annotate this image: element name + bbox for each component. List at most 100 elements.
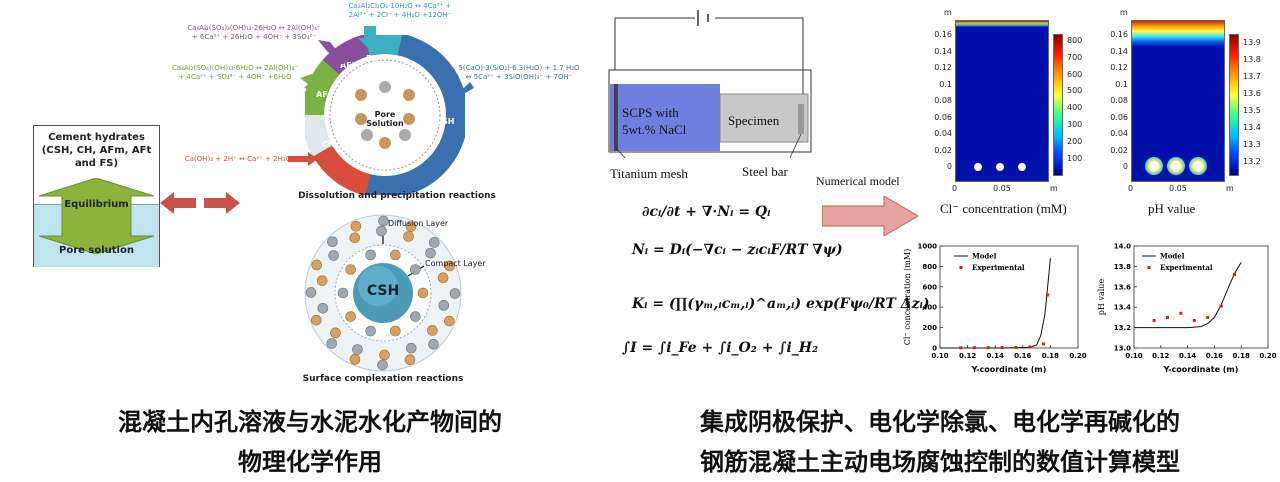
anion-ion bbox=[425, 247, 436, 259]
anion-ion bbox=[305, 287, 317, 298]
anion-ion bbox=[352, 344, 363, 355]
pore-solution-label: Pore solution bbox=[59, 245, 134, 256]
cation-ion bbox=[417, 287, 429, 299]
ph-ytick: 0.06 bbox=[1110, 112, 1128, 122]
y-tick-label: 13.2 bbox=[1114, 324, 1131, 332]
anion-ion bbox=[377, 359, 388, 371]
cl-ytick: 0.06 bbox=[934, 112, 952, 122]
reaction-arrows bbox=[300, 26, 474, 100]
diffusion-layer-label: Diffusion Layer bbox=[388, 219, 449, 228]
ph-map-title: pH value bbox=[1148, 201, 1196, 216]
steel-pointer bbox=[789, 133, 802, 158]
ring-ch-segment bbox=[313, 145, 372, 195]
ph-cbtick: 13.7 bbox=[1243, 72, 1261, 81]
experimental-point bbox=[1028, 345, 1032, 349]
y-tick-label: 0 bbox=[932, 345, 937, 353]
y-tick-label: 13.4 bbox=[1114, 304, 1131, 312]
cation-ion bbox=[437, 272, 449, 284]
cl-rebar-3 bbox=[1018, 163, 1026, 171]
ring-gap bbox=[305, 114, 333, 157]
ph-map-unit-top: m bbox=[1120, 8, 1128, 17]
ring-center-label: Pore Solution bbox=[366, 110, 404, 128]
equation-3: Kᵢ = (∏(γₘ,ᵢcₘ,ᵢ)^aₘ,ᵢ) exp(Fψ₀/RT Δzᵢ) bbox=[632, 296, 930, 312]
ph-cbtick: 13.5 bbox=[1243, 106, 1261, 115]
left-panel: Cement hydrates (CSH, CH, AFm, AFt and F… bbox=[0, 0, 620, 482]
right-panel: SCPS with 5wt.% NaCl Specimen Titanium m… bbox=[600, 0, 1280, 482]
ph-ytick: 0.14 bbox=[1110, 46, 1128, 56]
y-tick-label: 1000 bbox=[918, 243, 938, 251]
csh-arrow-icon bbox=[450, 82, 474, 100]
cl-map-gradient-top bbox=[956, 21, 1048, 27]
x-axis-label: Y-coordinate (m) bbox=[1163, 365, 1239, 374]
experimental-point bbox=[959, 346, 963, 350]
experimental-point bbox=[1179, 311, 1183, 315]
experimental-point bbox=[1046, 293, 1050, 297]
ring-aft-segment bbox=[322, 35, 371, 75]
ph-cbtick: 13.3 bbox=[1243, 140, 1261, 149]
cation-ion bbox=[379, 349, 390, 361]
x-tick-label: 0.18 bbox=[1233, 352, 1250, 360]
anion-ion bbox=[438, 300, 450, 311]
ph-colorbar bbox=[1229, 34, 1239, 176]
seg-label-ch: CH bbox=[322, 140, 335, 149]
cl-ytick: 0.1 bbox=[939, 79, 952, 89]
legend-experimental-label: Experimental bbox=[972, 263, 1025, 272]
equation-2: Nᵢ = Dᵢ(−∇cᵢ − zᵢcᵢF/RT ∇ψ) bbox=[632, 242, 843, 258]
ring-dotted-border bbox=[329, 59, 441, 171]
cl-ytick: 0.12 bbox=[934, 63, 952, 72]
cl-map: m 0.16 0.14 0.12 0.1 0.08 0.06 0.04 0.02… bbox=[910, 8, 1090, 218]
equation-1: ∂cᵢ/∂t + ∇·Nᵢ = Qᵢ bbox=[642, 204, 771, 220]
anion-ion bbox=[410, 311, 421, 322]
y-tick-label: 14.0 bbox=[1114, 243, 1131, 251]
circuit-wire-right bbox=[715, 17, 804, 112]
experimental-point bbox=[1166, 315, 1169, 319]
experimental-point bbox=[1014, 345, 1018, 349]
cl-cbtick: 300 bbox=[1067, 119, 1083, 129]
ph-xtick-1: 0.05 bbox=[1169, 184, 1187, 193]
anion-ion bbox=[405, 342, 417, 354]
cl-colorbar bbox=[1053, 34, 1063, 176]
experimental-point bbox=[1206, 315, 1210, 319]
electrolyte-fill bbox=[610, 84, 720, 151]
y-tick-label: 13.6 bbox=[1114, 283, 1131, 291]
x-tick-label: 0.10 bbox=[931, 352, 948, 360]
seg-label-csh: CSH bbox=[436, 117, 455, 126]
y-tick-label: 400 bbox=[922, 304, 937, 312]
titanium-pointer bbox=[615, 147, 626, 158]
cation-ion bbox=[350, 220, 362, 232]
cation-ion bbox=[390, 325, 401, 337]
legend-experimental-label: Experimental bbox=[1160, 263, 1213, 272]
seg-label-afm: AFm bbox=[316, 90, 336, 99]
reaction-csh: 5(CaO)·3(SiO₂)·6.3(H₂O) + 1.7 H₂O ↔ 5Ca²… bbox=[458, 64, 580, 81]
ph-ytick: 0.04 bbox=[1110, 129, 1128, 138]
cl-cbtick: 200 bbox=[1067, 136, 1083, 146]
ph-cbtick: 13.8 bbox=[1243, 55, 1261, 64]
anion-ion bbox=[365, 325, 376, 337]
right-caption-line1: 集成阴极保护、电化学除氯、电化学再碱化的 bbox=[700, 408, 1180, 436]
ph-ytick: 0.02 bbox=[1110, 145, 1128, 155]
x-tick-label: 0.16 bbox=[1014, 352, 1031, 360]
cl-ytick: 0.14 bbox=[934, 46, 952, 56]
ph-ytick: 0.08 bbox=[1110, 96, 1128, 105]
right-caption-line2: 钢筋混凝土主动电场腐蚀控制的数值计算模型 bbox=[700, 448, 1180, 476]
aft-arrow-icon bbox=[318, 40, 344, 64]
anion-ion bbox=[326, 338, 338, 349]
anion-ion bbox=[327, 236, 338, 248]
ring-caption: Dissolution and precipitation reactions bbox=[298, 191, 496, 201]
model-series-line bbox=[1134, 262, 1242, 329]
reaction-fs: Ca₂Al₂Cl₂O₆·10H₂O ↔ 4Ca²⁺ + 2Al³⁺ + 2Cl⁻… bbox=[348, 2, 452, 19]
cation-ion bbox=[345, 264, 356, 275]
seg-label-aft: AFt bbox=[340, 61, 356, 70]
cl-ytick: 0.04 bbox=[934, 129, 952, 138]
equilibrium-arrow bbox=[39, 178, 154, 254]
y-axis-label: Cl⁻ concentration (mM) bbox=[903, 249, 912, 345]
ph-ytick: 0.12 bbox=[1110, 63, 1128, 72]
fs-arrow-icon bbox=[358, 26, 382, 50]
anion-ion bbox=[365, 249, 376, 261]
equation-4: ∫I = ∫i_Fe + ∫i_O₂ + ∫i_H₂ bbox=[622, 340, 819, 356]
ph-map-unit-bottom: m bbox=[1226, 184, 1234, 193]
steel-bar-label: Steel bar bbox=[742, 164, 788, 179]
cation-ion bbox=[345, 311, 356, 322]
dissolution-ring-diagram bbox=[305, 35, 465, 195]
experimental-point bbox=[1042, 342, 1045, 346]
